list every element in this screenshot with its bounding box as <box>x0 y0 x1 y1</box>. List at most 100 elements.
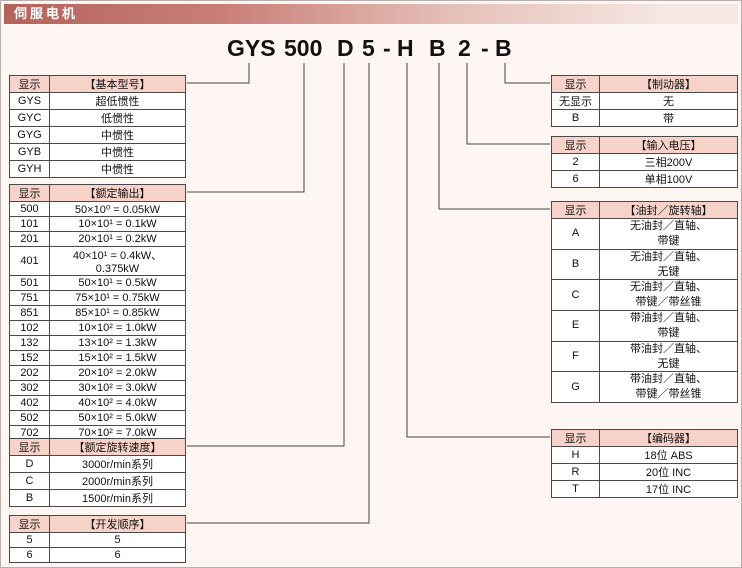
model-segment-encoder: H <box>397 35 414 61</box>
table-header-row: 显示【编码器】 <box>551 429 738 447</box>
meaning-cell: 3000r/min系列 <box>49 455 186 473</box>
meaning-cell: 20×10² = 2.0kW <box>49 365 186 381</box>
code-cell: D <box>9 455 50 473</box>
table-header-row: 显示【开发顺序】 <box>9 515 186 533</box>
code-cell: 851 <box>9 305 50 321</box>
code-cell: 501 <box>9 275 50 291</box>
code-cell: A <box>551 218 600 250</box>
code-cell: 152 <box>9 350 50 366</box>
code-cell: F <box>551 340 600 373</box>
table-header-row: 显示【额定旋转速度】 <box>9 438 186 456</box>
meaning-cell: 中惯性 <box>49 143 186 161</box>
display-column-header: 显示 <box>551 429 600 447</box>
meaning-cell: 5 <box>49 532 186 548</box>
code-cell: 302 <box>9 380 50 396</box>
meaning-cell: 17位 INC <box>599 480 738 498</box>
category-header: 【油封／旋转轴】 <box>599 201 738 219</box>
meaning-cell: 15×10² = 1.5kW <box>49 350 186 366</box>
code-cell: C <box>9 472 50 490</box>
category-header: 【额定旋转速度】 <box>49 438 186 456</box>
code-cell: 201 <box>9 231 50 247</box>
meaning-cell: 18位 ABS <box>599 446 738 464</box>
code-cell: 132 <box>9 335 50 351</box>
code-cell: H <box>551 446 600 464</box>
meaning-cell: 13×10² = 1.3kW <box>49 335 186 351</box>
category-header: 【基本型号】 <box>49 75 186 93</box>
model-segment-hyphen-2: - <box>481 35 489 61</box>
category-header: 【输入电压】 <box>599 136 738 154</box>
display-column-header: 显示 <box>9 438 50 456</box>
meaning-cell: 超低惯性 <box>49 92 186 110</box>
meaning-cell: 低惯性 <box>49 109 186 127</box>
meaning-cell: 带油封／直轴、 无键 <box>599 340 738 373</box>
code-cell: GYC <box>9 109 50 127</box>
meaning-cell: 50×10² = 5.0kW <box>49 410 186 426</box>
code-cell: GYH <box>9 160 50 178</box>
code-cell: 202 <box>9 365 50 381</box>
table-header-row: 显示【制动器】 <box>551 75 738 93</box>
model-segment-speed: D <box>337 35 354 61</box>
code-cell: GYS <box>9 92 50 110</box>
model-segment-voltage: 2 <box>458 35 471 61</box>
code-cell: B <box>551 109 600 127</box>
meaning-cell: 带 <box>599 109 738 127</box>
code-cell: 500 <box>9 201 50 217</box>
meaning-cell: 75×10¹ = 0.75kW <box>49 290 186 306</box>
model-code: GYS 500 D 5 - H B 2 - B <box>1 35 741 63</box>
meaning-cell: 10×10¹ = 0.1kW <box>49 216 186 232</box>
meaning-cell: 50×10¹ = 0.5kW <box>49 275 186 291</box>
category-header: 【额定输出】 <box>49 184 186 202</box>
code-cell: 6 <box>551 170 600 188</box>
display-column-header: 显示 <box>551 75 600 93</box>
code-cell: 751 <box>9 290 50 306</box>
code-cell: 402 <box>9 395 50 411</box>
meaning-cell: 单相100V <box>599 170 738 188</box>
code-cell: 5 <box>9 532 50 548</box>
model-segment-brake: B <box>495 35 512 61</box>
connector-line-dev-order <box>187 63 370 524</box>
connector-line-rated-output <box>187 63 305 193</box>
meaning-cell: 30×10² = 3.0kW <box>49 380 186 396</box>
code-cell: E <box>551 310 600 342</box>
code-cell: 无显示 <box>551 92 600 110</box>
connector-line-voltage <box>466 63 550 145</box>
meaning-cell: 无油封／直轴、 无键 <box>599 248 738 281</box>
category-header: 【开发顺序】 <box>49 515 186 533</box>
connector-line-brake <box>504 63 550 84</box>
model-segment-hyphen-1: - <box>383 35 391 61</box>
table-header-row: 显示【额定输出】 <box>9 184 186 202</box>
meaning-cell: 1500r/min系列 <box>49 489 186 507</box>
display-column-header: 显示 <box>9 75 50 93</box>
model-segment-output: 500 <box>284 35 323 61</box>
table-row: 无显示无 <box>551 92 738 110</box>
meaning-cell: 40×10¹ = 0.4kW、0.375kW <box>49 246 186 276</box>
